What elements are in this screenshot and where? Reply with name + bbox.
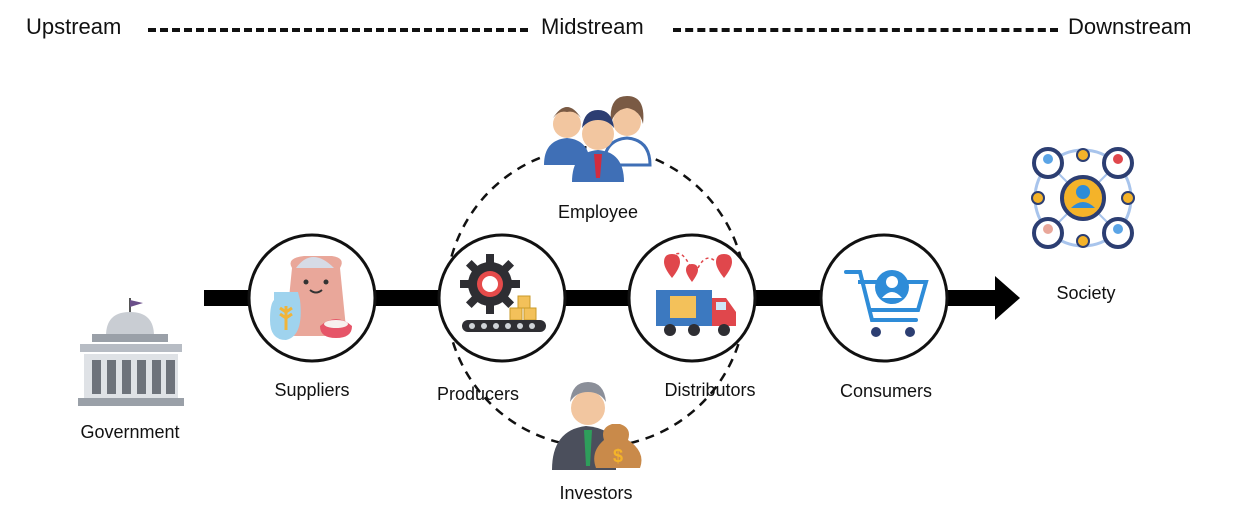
flow-arrow	[204, 276, 1020, 320]
consumers-label: Consumers	[839, 381, 933, 401]
downstream-label: Downstream	[1068, 14, 1192, 39]
production-gear-conveyor-icon	[460, 254, 546, 332]
society-label: Society	[1056, 283, 1116, 303]
delivery-truck-icon	[656, 252, 736, 336]
social-network-icon	[1031, 147, 1135, 249]
employee-group-icon	[544, 96, 652, 182]
raw-materials-icon	[270, 256, 352, 340]
svg-text:$: $	[613, 446, 623, 466]
upstream-label: Upstream	[26, 14, 122, 39]
government-building-icon	[78, 298, 184, 406]
midstream-label: Midstream	[541, 14, 644, 39]
government-label: Government	[80, 422, 180, 442]
investor-moneybag-icon: $	[552, 382, 642, 470]
suppliers-label: Suppliers	[274, 380, 350, 400]
investors-label: Investors	[559, 483, 633, 503]
downstream-dashed-line	[673, 28, 1058, 32]
producers-label: Producers	[436, 384, 520, 404]
employee-label: Employee	[557, 202, 639, 222]
distributors-label: Distributors	[664, 380, 756, 400]
upstream-dashed-line	[148, 28, 528, 32]
shopping-cart-icon	[844, 270, 929, 337]
